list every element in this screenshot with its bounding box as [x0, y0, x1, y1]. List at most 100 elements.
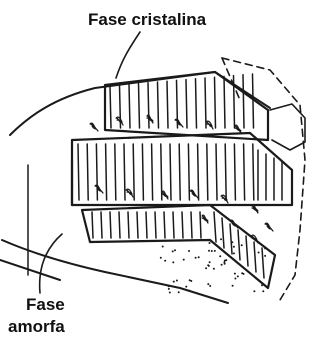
- stipple-dot: [205, 267, 207, 269]
- stipple-dot: [188, 290, 190, 292]
- chain-fold-stripe: [246, 236, 248, 266]
- chain-fold-stripe: [155, 212, 156, 238]
- stipple-dot: [232, 285, 234, 287]
- stipple-dot: [209, 242, 211, 244]
- amorphous-chain: [265, 223, 273, 231]
- chain-fold-stripe: [133, 144, 134, 200]
- stipple-dot: [168, 288, 170, 290]
- chain-fold-stripe: [142, 144, 143, 200]
- stipple-dot: [224, 263, 226, 265]
- amorphous-chain: [221, 195, 228, 203]
- stipple-dot: [261, 284, 263, 286]
- stipple-dot: [178, 240, 180, 242]
- chain-fold-stripe: [110, 212, 111, 238]
- chain-fold-stripe: [215, 77, 216, 128]
- stipple-dot: [264, 247, 266, 249]
- chain-fold-stripe: [179, 144, 180, 200]
- amorphous-phase-label-line2: amorfa: [8, 318, 65, 335]
- chain-fold-stripe: [254, 242, 256, 272]
- stipple-dot: [174, 249, 176, 251]
- lamella-middle: [72, 133, 292, 205]
- stipple-dot: [262, 290, 264, 292]
- chain-fold-stripe: [164, 212, 165, 238]
- amorphous-chain: [162, 191, 168, 199]
- amorphous-chain: [116, 117, 123, 125]
- chain-fold-stripe: [78, 144, 79, 200]
- stipple-dot: [164, 260, 166, 262]
- chain-fold-stripe: [182, 212, 183, 238]
- chain-fold-stripe: [262, 248, 264, 278]
- stipple-dot: [234, 273, 236, 275]
- chain-fold-stripe: [253, 74, 254, 128]
- chain-fold-stripe: [200, 212, 201, 238]
- stipple-dot: [172, 261, 174, 263]
- chain-fold-stripe: [238, 230, 240, 260]
- chain-fold-stripe: [234, 76, 235, 128]
- chain-fold-stripe: [207, 144, 208, 200]
- stipple-dot: [213, 268, 215, 270]
- stipple-dot: [234, 278, 236, 280]
- lamella-bottom: [82, 205, 275, 288]
- chain-fold-stripe: [137, 212, 138, 238]
- stipple-dot: [207, 264, 209, 266]
- stipple-dot: [241, 244, 243, 246]
- chain-fold-stripe: [128, 212, 129, 238]
- chain-fold-stripe: [196, 79, 197, 128]
- chain-fold-stripe: [188, 144, 189, 200]
- chain-fold-stripe: [124, 144, 125, 200]
- stipple-dot: [188, 250, 190, 252]
- chain-fold-stripe: [253, 144, 254, 200]
- stipple-dot: [214, 250, 216, 252]
- stipple-dot: [169, 292, 171, 294]
- chain-fold-stripe: [224, 76, 225, 128]
- chain-fold-stripe: [173, 212, 174, 238]
- chain-fold-stripe: [214, 212, 216, 242]
- stipple-dot: [233, 252, 235, 254]
- stipple-dot: [258, 252, 260, 254]
- amorphous-chain: [90, 123, 98, 131]
- chain-fold-stripe: [110, 86, 111, 128]
- stipple-dot: [221, 264, 223, 266]
- amorphous-phase-label-line1: Fase: [26, 296, 65, 313]
- amorphous-chain: [147, 115, 153, 123]
- amorphous-chain: [252, 205, 258, 213]
- amorphous-chain: [190, 190, 198, 198]
- stipple-dot: [209, 261, 211, 263]
- stipple-dot: [231, 241, 233, 243]
- amorphous-chain: [95, 185, 103, 193]
- chain-fold-stripe: [186, 80, 187, 128]
- amorphous-chain: [235, 125, 241, 133]
- stipple-dot: [173, 281, 175, 283]
- chain-fold-stripe: [234, 144, 235, 200]
- stipple-dot: [160, 257, 162, 259]
- amorphous-chain: [202, 215, 208, 223]
- chain-fold-stripe: [225, 144, 226, 200]
- crystalline-phase-label: Fase cristalina: [88, 11, 206, 28]
- stipple-dot: [220, 238, 222, 240]
- stipple-dot: [209, 285, 211, 287]
- stipple-dot: [195, 257, 197, 259]
- stipple-dot: [225, 259, 227, 261]
- chain-fold-stripe: [222, 218, 224, 248]
- leader-amorphous: [40, 234, 62, 293]
- chain-fold-stripe: [101, 212, 102, 238]
- chain-fold-stripe: [129, 84, 130, 128]
- amorphous-chain: [230, 220, 238, 228]
- stipple-dot: [185, 286, 187, 288]
- stipple-dot: [198, 256, 200, 258]
- chain-fold-stripe: [158, 82, 159, 128]
- chain-fold-stripe: [167, 81, 168, 128]
- stipple-dot: [168, 285, 170, 287]
- stipple-dot: [183, 259, 185, 261]
- stipple-dot: [219, 255, 221, 257]
- chain-fold-stripe: [146, 212, 147, 238]
- stipple-dot: [207, 283, 209, 285]
- chain-fold-stripe: [148, 83, 149, 128]
- outer-outline: [0, 30, 270, 303]
- chain-fold-stripe: [115, 144, 116, 200]
- chain-fold-stripe: [244, 144, 245, 200]
- amorphous-chain: [126, 189, 133, 197]
- chain-fold-stripe: [92, 212, 93, 238]
